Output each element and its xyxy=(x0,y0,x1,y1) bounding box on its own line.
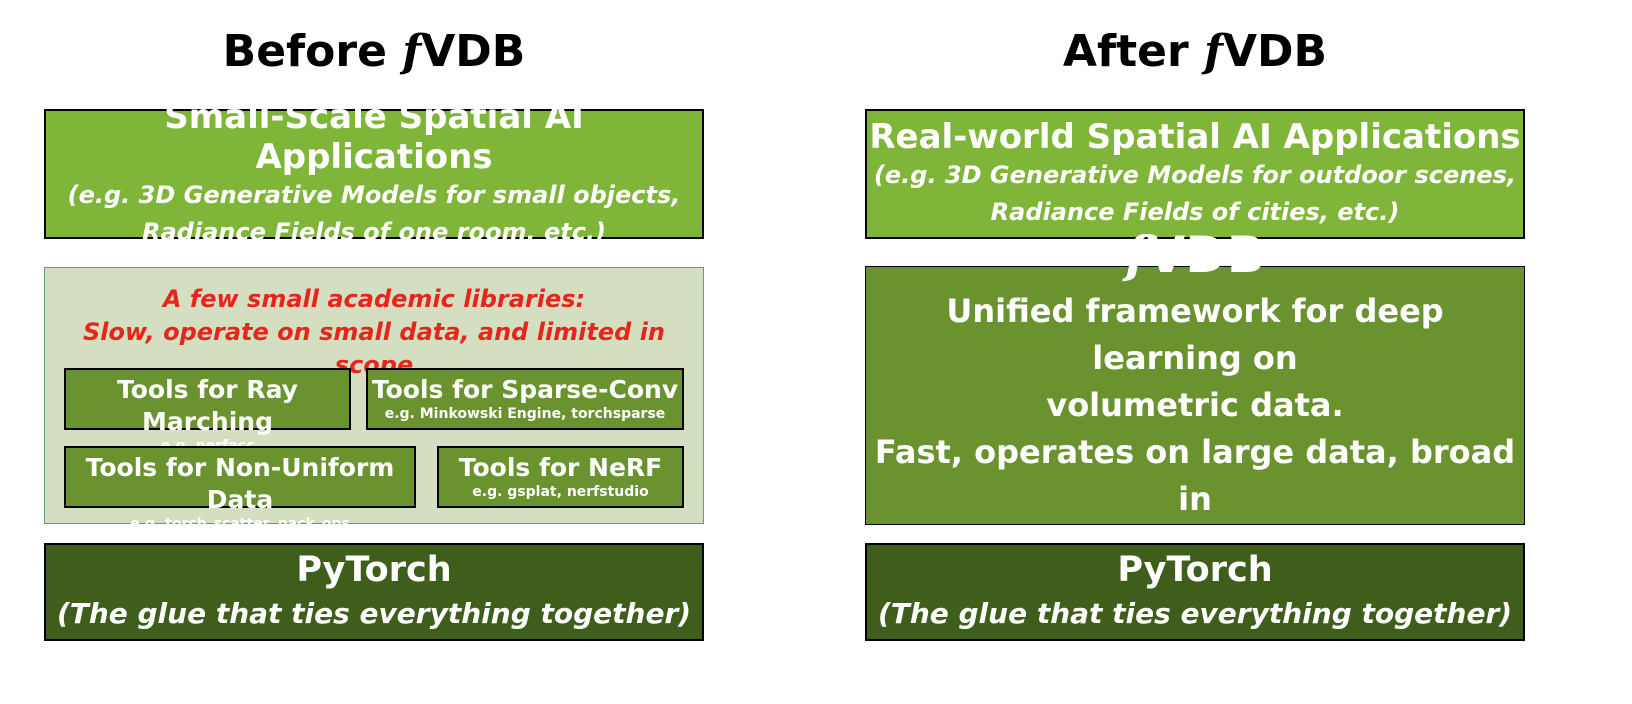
tool-title: Tools for NeRF xyxy=(458,453,663,482)
after-pytorch-box: PyTorch (The glue that ties everything t… xyxy=(865,543,1525,641)
before-pytorch-heading: PyTorch xyxy=(296,550,452,590)
tool-non-uniform-data: Tools for Non-Uniform Data e.g. torch_sc… xyxy=(64,446,416,532)
before-title-f: f xyxy=(402,26,422,77)
fvdb-desc-line2: volumetric data. xyxy=(1046,385,1344,424)
after-apps-sub1: (e.g. 3D Generative Models for outdoor s… xyxy=(873,161,1517,189)
before-apps-heading: Small-Scale Spatial AI Applications xyxy=(164,97,584,177)
after-title-suffix: VDB xyxy=(1222,26,1328,77)
after-pytorch-sub: (The glue that ties everything together) xyxy=(877,597,1513,630)
tool-ray-marching: Tools for Ray Marching e.g. nerfacc xyxy=(64,368,351,454)
academic-libraries-line2: Slow, operate on small data, and limited… xyxy=(82,318,666,379)
tool-example: e.g. Minkowski Engine, torchsparse xyxy=(384,406,666,422)
after-pytorch-heading: PyTorch xyxy=(1117,550,1273,590)
tool-title: Tools for Sparse-Conv xyxy=(371,375,679,404)
tool-title: Tools for Ray Marching xyxy=(117,375,298,436)
after-title-f: f xyxy=(1204,26,1223,77)
after-apps-box: Real-world Spatial AI Applications (e.g.… xyxy=(865,109,1525,239)
tool-example: e.g. gsplat, nerfstudio xyxy=(472,484,649,500)
fvdb-desc-line1: Unified framework for deep learning on xyxy=(946,291,1444,377)
tool-sparse-conv: Tools for Sparse-Conv e.g. Minkowski Eng… xyxy=(366,368,684,430)
tool-example: e.g. torch_scatter, pack_ops xyxy=(130,516,350,532)
after-apps-sub2: Radiance Fields of cities, etc.) xyxy=(990,198,1400,226)
before-pytorch-sub: (The glue that ties everything together) xyxy=(56,597,692,630)
tool-title: Tools for Non-Uniform Data xyxy=(85,453,395,514)
fvdb-name: fVDB xyxy=(1125,222,1265,288)
after-apps-heading: Real-world Spatial AI Applications xyxy=(869,117,1521,157)
before-apps-sub1: (e.g. 3D Generative Models for small obj… xyxy=(67,181,681,209)
academic-libraries-line1: A few small academic libraries: xyxy=(162,285,586,313)
fvdb-name-rest: VDB xyxy=(1146,225,1265,284)
academic-libraries-box: A few small academic libraries: Slow, op… xyxy=(44,267,704,532)
before-pytorch-box: PyTorch (The glue that ties everything t… xyxy=(44,543,704,641)
after-title-prefix: After xyxy=(1062,26,1205,77)
before-title: Before fVDB xyxy=(44,22,704,82)
fvdb-framework-box: fVDB Unified framework for deep learning… xyxy=(865,225,1525,565)
fvdb-name-f: f xyxy=(1125,224,1147,284)
tool-nerf: Tools for NeRF e.g. gsplat, nerfstudio xyxy=(437,446,684,508)
before-title-suffix: VDB xyxy=(421,26,526,77)
before-apps-box: Small-Scale Spatial AI Applications (e.g… xyxy=(44,97,704,246)
before-apps-sub2: Radiance Fields of one room, etc.) xyxy=(141,218,606,246)
after-title: After fVDB xyxy=(865,22,1525,82)
before-title-prefix: Before xyxy=(222,26,403,77)
fvdb-desc-line3: Fast, operates on large data, broad in xyxy=(874,432,1516,518)
